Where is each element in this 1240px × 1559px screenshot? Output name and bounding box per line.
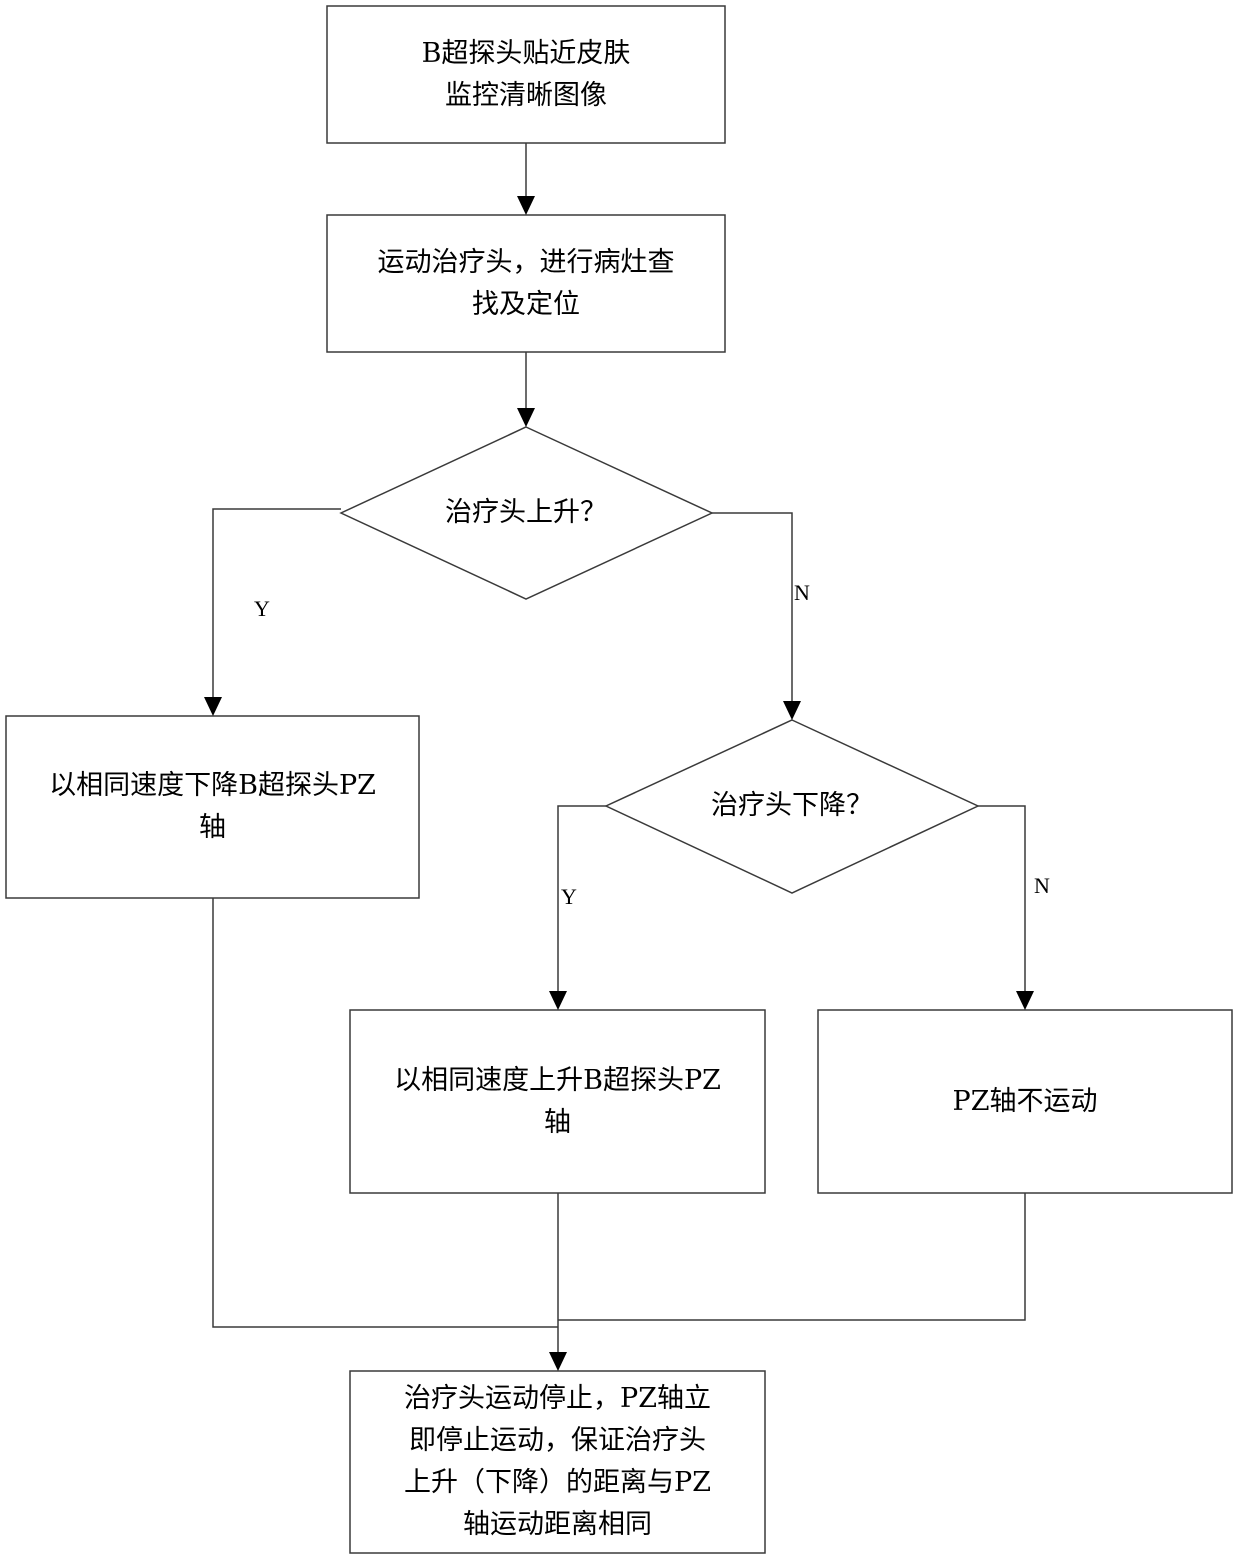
arrowhead-up-no [783, 701, 801, 720]
arrowhead-down-no [1016, 991, 1034, 1010]
connector-down-no [978, 806, 1025, 991]
connector-up-yes [213, 509, 341, 697]
connector-up-no [712, 513, 792, 701]
lower-pz-label: 以相同速度下降B超探头PZ 轴 [6, 716, 419, 898]
edge-label-down-no: N [1034, 873, 1050, 899]
locate-label: 运动治疗头，进行病灶查 找及定位 [327, 215, 725, 352]
start-label: B超探头贴近皮肤 监控清晰图像 [327, 6, 725, 143]
stop-label: 治疗头运动停止，PZ轴立 即停止运动，保证治疗头 上升（下降）的距离与PZ 轴运… [350, 1371, 765, 1553]
arrowhead-down-yes [549, 991, 567, 1010]
connector-still-to-merge [558, 1193, 1025, 1320]
edge-label-up-no: N [794, 580, 810, 606]
decision-down-label: 治疗头下降？ [662, 773, 922, 839]
edge-label-up-yes: Y [254, 596, 270, 622]
pz-still-label: PZ轴不运动 [818, 1010, 1232, 1193]
raise-pz-label: 以相同速度上升B超探头PZ 轴 [350, 1010, 765, 1193]
arrowhead-start-to-locate [517, 196, 535, 215]
arrowhead-up-yes [204, 697, 222, 716]
decision-up-label: 治疗头上升？ [396, 480, 656, 546]
arrowhead-to-stop [549, 1352, 567, 1371]
edge-label-down-yes: Y [561, 884, 577, 910]
arrowhead-locate-to-decision [517, 408, 535, 427]
